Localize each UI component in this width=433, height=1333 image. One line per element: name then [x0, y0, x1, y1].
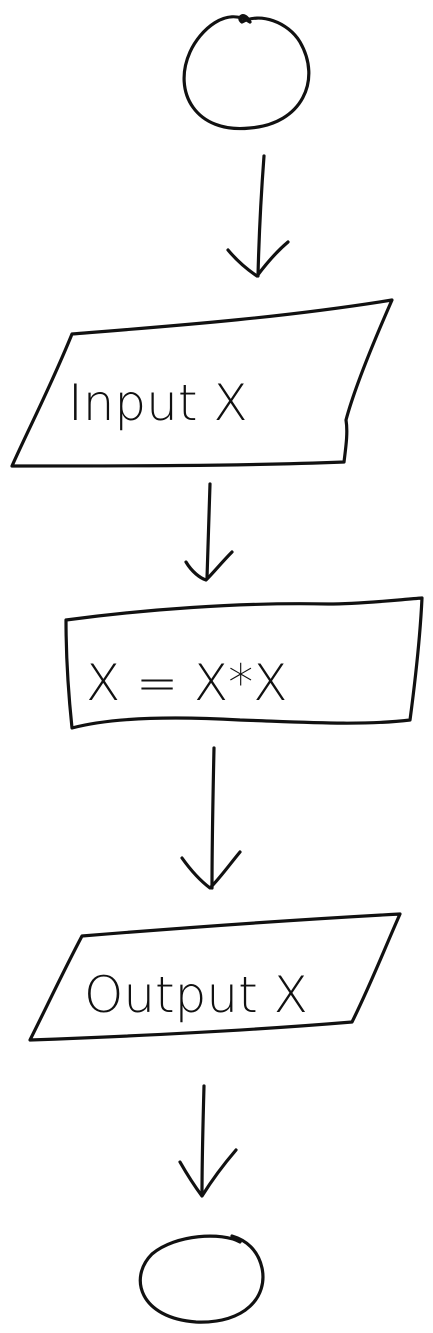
arrow-start-to-input	[226, 154, 290, 278]
process-label: X = X*X	[86, 654, 287, 712]
arrow-process-to-output	[180, 746, 242, 890]
input-label: Input X	[68, 374, 248, 432]
arrow-input-to-process	[184, 482, 234, 582]
start-terminator	[182, 14, 311, 131]
input-node: Input X	[10, 298, 394, 468]
end-terminator	[138, 1234, 265, 1324]
process-node: X = X*X	[64, 596, 424, 730]
output-node: Output X	[28, 912, 402, 1042]
arrow-output-to-end	[178, 1084, 238, 1198]
output-label: Output X	[84, 966, 308, 1024]
